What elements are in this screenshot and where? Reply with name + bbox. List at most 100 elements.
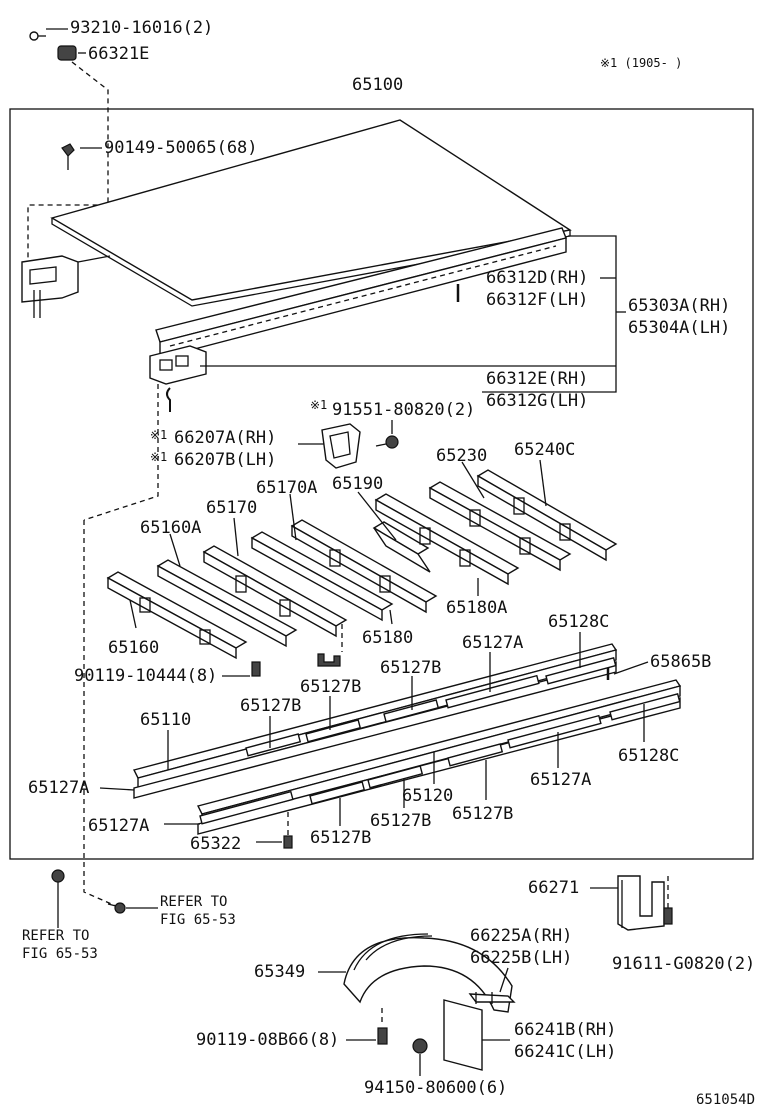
label-65322: 65322 [190, 834, 241, 854]
cross-member-65170A[interactable] [250, 531, 394, 622]
label-65170: 65170 [206, 498, 257, 518]
label-65865B: 65865B [650, 652, 711, 672]
leader [99, 787, 135, 791]
note-text: ※1 (1905- ) [600, 56, 682, 70]
side-rail-icon[interactable] [149, 227, 567, 385]
label-90119-10444: 90119-10444(8) [74, 666, 217, 686]
label-94150: 94150-80600(6) [364, 1078, 507, 1098]
label-65127A: 65127A [462, 633, 523, 653]
label-65110: 65110 [140, 710, 191, 730]
label-refer-left-2: FIG 65-53 [22, 946, 98, 962]
bolt-65322-icon[interactable] [283, 812, 293, 849]
label-91611: 91611-G0820(2) [612, 954, 755, 974]
label-65190: 65190 [332, 474, 383, 494]
label-66207B: 66207B(LH) [174, 450, 276, 470]
leader [389, 609, 393, 625]
u-bracket-66271-icon[interactable] [617, 875, 665, 931]
cross-member-65160A[interactable] [156, 559, 298, 648]
label-66312G: 66312G(LH) [486, 391, 588, 411]
label-65127B: 65127B [452, 804, 513, 824]
bolt-90119-10444-icon[interactable] [251, 661, 261, 677]
cross-member-65180[interactable] [290, 519, 438, 614]
bolt-90119-08B66-icon[interactable] [377, 1008, 388, 1045]
spacer-65127A[interactable] [507, 714, 602, 749]
cross-member-65170[interactable] [202, 545, 348, 638]
leader [169, 533, 181, 567]
label-65240C: 65240C [514, 440, 575, 460]
leader [129, 599, 137, 629]
mark-1: ※1 [310, 398, 327, 412]
leader [539, 459, 547, 507]
spacer-65127B[interactable] [383, 699, 440, 723]
spacer-65128C[interactable] [609, 693, 681, 721]
spacer-65127A[interactable] [445, 674, 540, 709]
spacer-65127B[interactable] [245, 733, 302, 757]
label-65127B: 65127B [240, 696, 301, 716]
label-65180A: 65180A [446, 598, 507, 618]
label-66207A: 66207A(RH) [174, 428, 276, 448]
label-66321E: 66321E [88, 44, 149, 64]
pin-66312E-icon[interactable] [166, 387, 171, 412]
bolt-refer-icon[interactable] [107, 902, 126, 914]
spacer-65127A[interactable] [199, 790, 294, 825]
label-90119-08B66: 90119-08B66(8) [196, 1030, 339, 1050]
label-66241B: 66241B(RH) [514, 1020, 616, 1040]
label-refer-right-1: REFER TO [160, 894, 227, 910]
label-65160A: 65160A [140, 518, 201, 538]
bolt-93210-icon[interactable] [29, 31, 46, 41]
nut-refer-icon[interactable] [51, 869, 65, 883]
spacer-65127B[interactable] [305, 719, 362, 743]
cross-member-65230[interactable] [428, 481, 572, 572]
bolt-91551-icon[interactable] [375, 435, 399, 449]
label-66225B: 66225B(LH) [470, 948, 572, 968]
label-assembly: 65100 [352, 75, 403, 95]
label-65120: 65120 [402, 786, 453, 806]
dashed-guide [27, 61, 109, 262]
side-bracket-upper-icon[interactable] [21, 255, 79, 318]
leader [233, 517, 239, 557]
label-66271: 66271 [528, 878, 579, 898]
leader [499, 967, 509, 993]
screw-90149-icon[interactable] [61, 143, 75, 170]
spacer-65127B[interactable] [309, 781, 366, 805]
spacer-65127B[interactable] [447, 743, 504, 767]
label-65127B: 65127B [370, 811, 431, 831]
mark-1: ※1 [150, 428, 167, 442]
label-65127B: 65127B [300, 677, 361, 697]
bolt-91611-icon[interactable] [663, 907, 673, 925]
label-66241C: 66241C(LH) [514, 1042, 616, 1062]
nut-94150-icon[interactable] [412, 1038, 428, 1054]
label-65127A: 65127A [88, 816, 149, 836]
label-91551: 91551-80820(2) [332, 400, 475, 420]
clip-icon[interactable] [317, 653, 341, 667]
figure-code: 651054D [696, 1092, 755, 1108]
label-refer-right-2: FIG 65-53 [160, 912, 236, 928]
cross-member-65180A[interactable] [374, 493, 520, 586]
dashed-guide [83, 520, 117, 907]
label-93210: 93210-16016(2) [70, 18, 213, 38]
label-65127A: 65127A [530, 770, 591, 790]
label-65128C: 65128C [618, 746, 679, 766]
label-65304A: 65304A(LH) [628, 318, 730, 338]
label-65127A: 65127A [28, 778, 89, 798]
spacer-65127B[interactable] [367, 765, 424, 789]
stake-bracket-66207-icon[interactable] [321, 423, 361, 469]
label-65349: 65349 [254, 962, 305, 982]
bracket-66321E-icon[interactable] [57, 45, 77, 61]
bracket-66225-icon[interactable] [468, 992, 516, 1004]
cross-member-65240C[interactable] [476, 469, 618, 562]
label-66312D: 66312D(RH) [486, 268, 588, 288]
leader [613, 661, 649, 675]
label-66312F: 66312F(LH) [486, 290, 588, 310]
label-65230: 65230 [436, 446, 487, 466]
label-66225A: 66225A(RH) [470, 926, 572, 946]
dashed-guide [83, 384, 159, 521]
label-65160: 65160 [108, 638, 159, 658]
label-65127B: 65127B [380, 658, 441, 678]
mark-1: ※1 [150, 450, 167, 464]
cross-member-65160[interactable] [106, 571, 248, 660]
label-90149: 90149-50065(68) [104, 138, 258, 158]
label-65303A: 65303A(RH) [628, 296, 730, 316]
mudflap-66241-icon[interactable] [443, 999, 483, 1071]
